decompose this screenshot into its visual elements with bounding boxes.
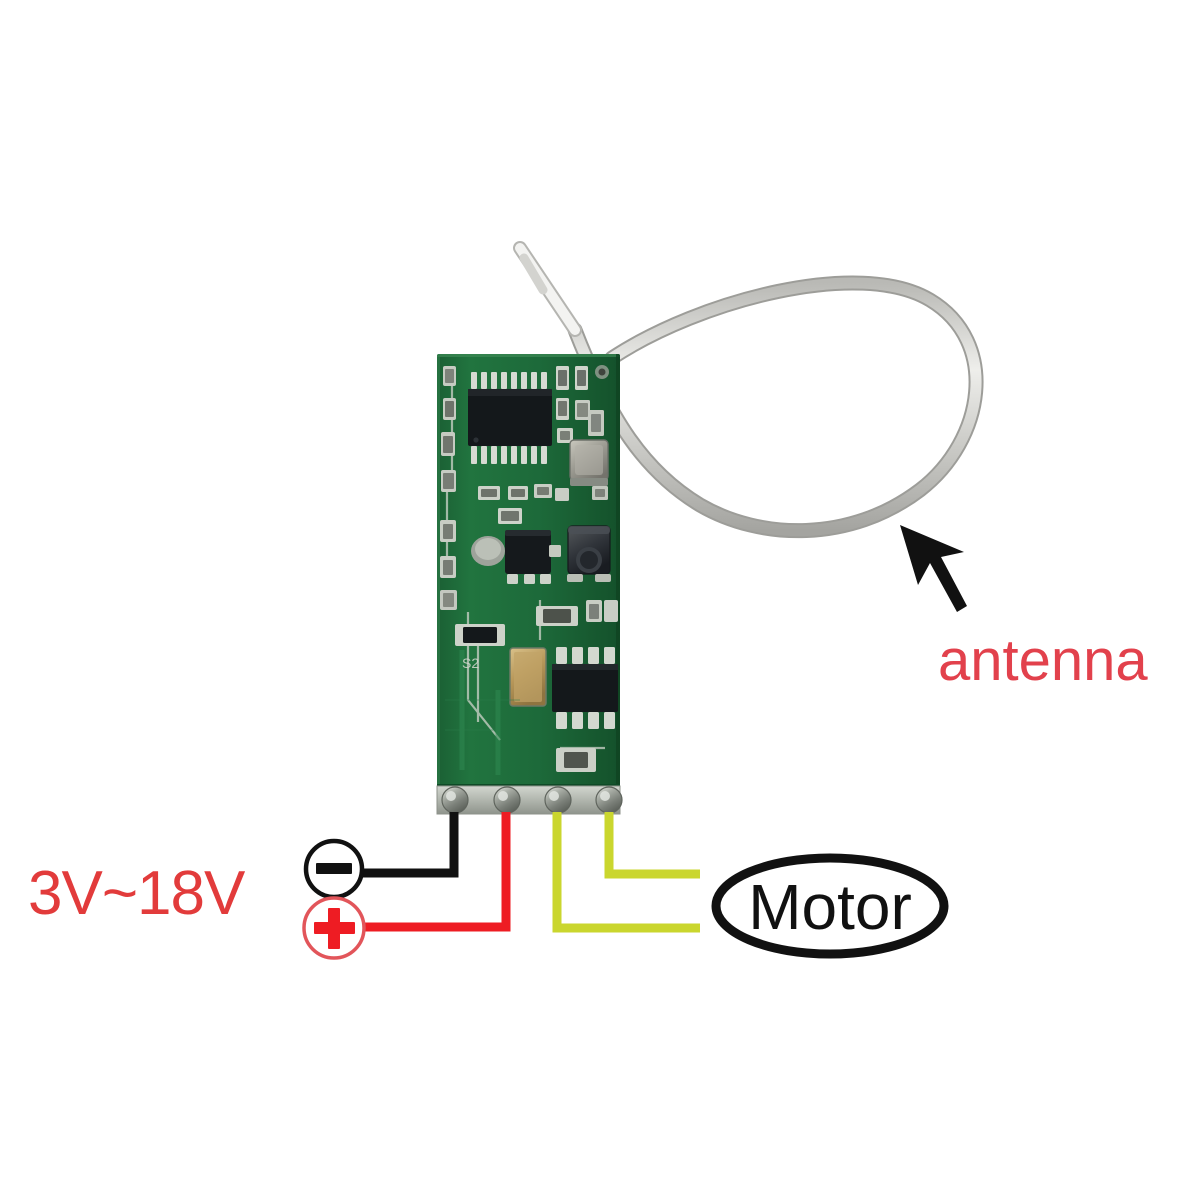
antenna-label: antenna bbox=[938, 628, 1148, 693]
motor-ellipse-badge: Motor bbox=[711, 853, 949, 959]
component-s2-area: S2 bbox=[455, 624, 505, 671]
smd-resistors-top-right bbox=[556, 365, 609, 443]
terminal-pad-negative bbox=[441, 786, 469, 814]
terminal-pads bbox=[441, 786, 623, 814]
motor-label: Motor bbox=[748, 871, 912, 943]
smd-caps-mid bbox=[478, 484, 608, 524]
wire-negative bbox=[362, 812, 459, 878]
voltage-range-label: 3V~18V bbox=[28, 859, 246, 928]
antenna-wire bbox=[513, 241, 984, 539]
minus-terminal-symbol bbox=[303, 838, 365, 900]
antenna-pointer-arrow bbox=[900, 525, 967, 612]
rf-receiver-pcb: S2 bbox=[436, 354, 623, 815]
svg-text:S2: S2 bbox=[462, 655, 479, 671]
smd-pads-group bbox=[441, 366, 456, 492]
metal-can-component bbox=[569, 439, 609, 486]
terminal-pad-positive bbox=[493, 786, 521, 814]
terminal-pad-motor-b bbox=[595, 786, 623, 814]
smd-pads-left-mid bbox=[440, 520, 457, 610]
plus-terminal-symbol bbox=[302, 896, 366, 960]
driver-ic-soic8 bbox=[552, 647, 618, 729]
main-ic-chip bbox=[468, 372, 552, 464]
smd-row-upper-mid bbox=[536, 600, 618, 626]
regulator-section bbox=[471, 530, 561, 584]
tactile-button bbox=[567, 525, 611, 582]
gold-component bbox=[509, 647, 547, 707]
wire-motor-a bbox=[552, 812, 700, 933]
terminal-pad-motor-a bbox=[544, 786, 572, 814]
smd-bottom bbox=[556, 748, 596, 772]
wire-positive bbox=[362, 812, 511, 932]
wire-motor-b bbox=[604, 812, 700, 879]
